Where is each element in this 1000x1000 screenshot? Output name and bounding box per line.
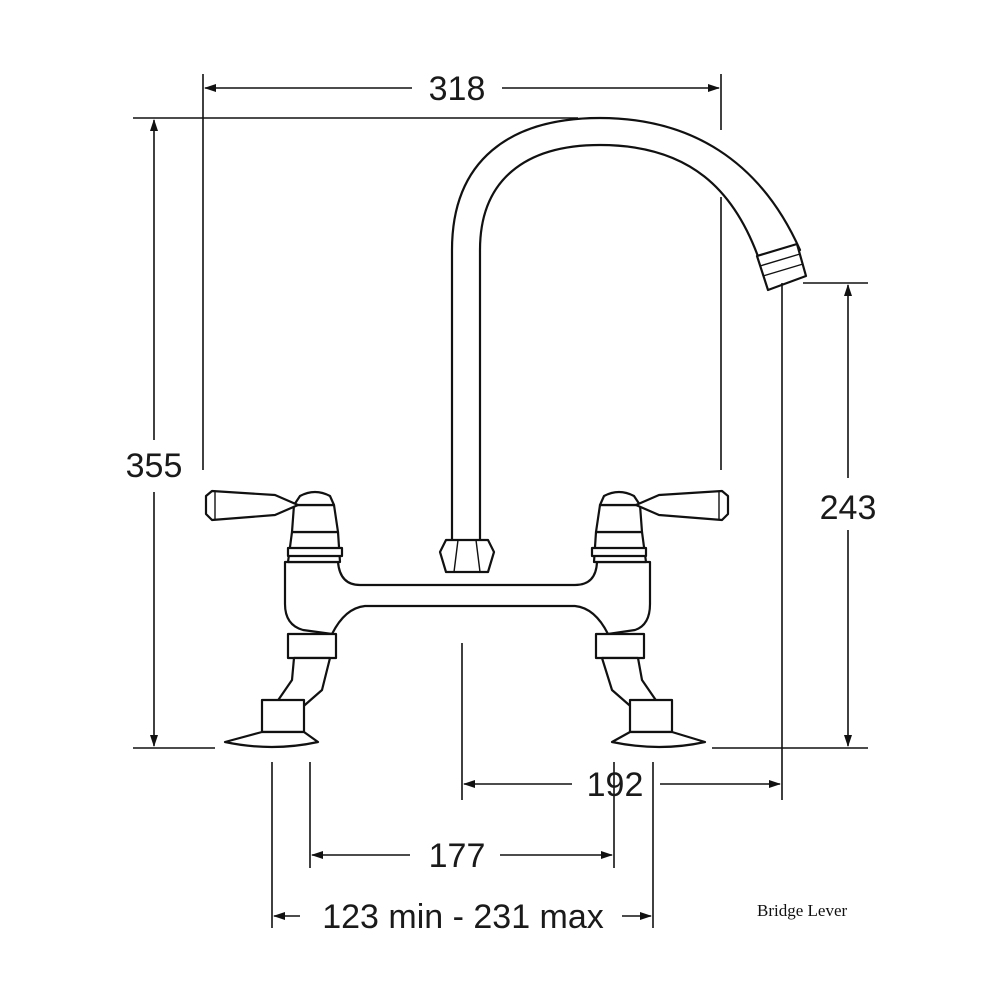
left-leg xyxy=(223,632,338,749)
dimension-adjustable-range: 123 min - 231 max xyxy=(273,898,652,936)
left-lever-handle xyxy=(204,489,300,522)
right-lever-handle xyxy=(634,489,730,522)
left-valve xyxy=(286,490,344,564)
overall-width-label: 318 xyxy=(429,70,486,108)
right-leg xyxy=(594,632,707,749)
adjustable-range-label: 123 min - 231 max xyxy=(322,898,604,936)
right-valve xyxy=(590,490,648,564)
dimension-spout-reach: 192 xyxy=(463,766,781,804)
spout-height-label: 243 xyxy=(820,489,877,527)
overall-height-label: 355 xyxy=(126,447,183,485)
spout xyxy=(450,116,802,544)
dimension-overall-width: 318 xyxy=(204,70,720,108)
bridge-body xyxy=(283,560,652,636)
product-caption: Bridge Lever xyxy=(757,901,847,920)
tap-outline xyxy=(204,116,808,749)
spout-reach-label: 192 xyxy=(587,766,644,804)
spout-nut xyxy=(438,538,496,574)
dimension-base-spacing: 177 xyxy=(311,837,613,875)
base-spacing-label: 177 xyxy=(429,837,486,875)
dimension-spout-height: 243 xyxy=(820,284,877,747)
extension-lines xyxy=(133,74,868,928)
dimension-overall-height: 355 xyxy=(126,119,183,747)
